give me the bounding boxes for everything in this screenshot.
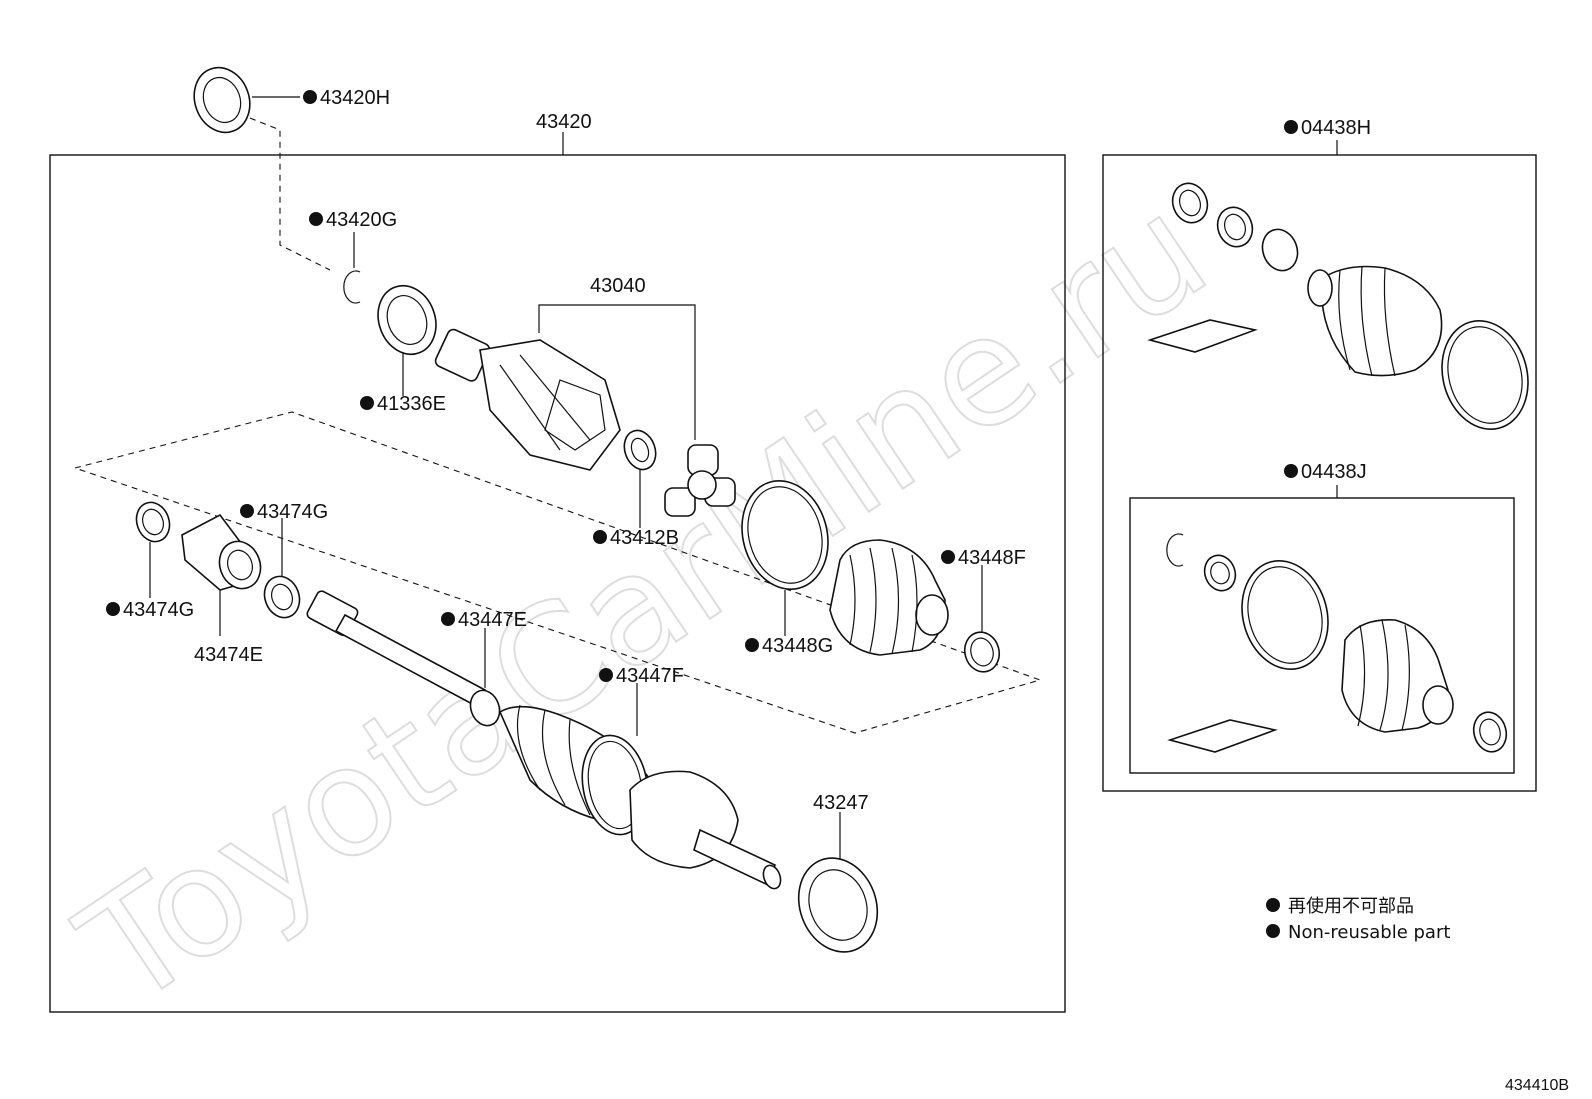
bracket-43040	[538, 304, 696, 440]
label-43447F: 43447F	[616, 665, 684, 687]
legend-en: Non-reusable part	[1288, 922, 1450, 943]
kit-j-clamp	[1472, 711, 1508, 753]
legend-jp: 再使用不可部品	[1288, 896, 1414, 917]
label-43412B: 43412B	[610, 527, 679, 549]
clamp-43448F	[963, 631, 1001, 673]
non-reusable-dot	[360, 396, 374, 410]
non-reusable-dot	[1284, 120, 1298, 134]
ring-43474G-top	[263, 575, 301, 619]
non-reusable-dot	[441, 612, 455, 626]
label-43448F: 43448F	[958, 547, 1026, 569]
grease-pack-h	[1147, 319, 1258, 353]
kit-j-snap-ring	[1166, 533, 1184, 567]
label-43247: 43247	[813, 792, 869, 814]
kit-j-ring	[1203, 554, 1237, 592]
tripod-joint	[664, 444, 736, 517]
non-reusable-dot	[309, 212, 323, 226]
label-43420: 43420	[536, 111, 592, 133]
seal-43247	[797, 857, 879, 953]
ring-43474G-left	[135, 501, 171, 543]
label-41336E: 41336E	[377, 393, 446, 415]
diagram-code: 434410B	[1505, 1077, 1569, 1094]
label-43040: 43040	[590, 275, 646, 297]
seal-41336E	[377, 284, 437, 356]
drive-shaft	[306, 590, 487, 708]
bearing-43474E	[181, 513, 262, 591]
kit-j-frame	[1129, 497, 1515, 774]
clamp-43447E	[469, 689, 501, 727]
non-reusable-dot	[599, 668, 613, 682]
label-43474G-top: 43474G	[257, 501, 328, 523]
inner-boot	[829, 539, 949, 656]
band-43448G	[741, 479, 829, 591]
kit-h-boot	[1307, 265, 1443, 377]
label-04438J: 04438J	[1301, 461, 1367, 483]
grease-pack-j	[1167, 719, 1278, 753]
legend-dot	[1266, 924, 1280, 938]
dashed-leader	[249, 117, 331, 271]
label-43420H: 43420H	[320, 87, 390, 109]
non-reusable-dot	[240, 504, 254, 518]
kit-h-rings	[1171, 182, 1299, 272]
inner-joint-housing-43040	[434, 328, 621, 471]
main-assembly-frame	[49, 154, 1066, 1013]
clip-43412B	[623, 429, 657, 471]
label-43474E: 43474E	[194, 644, 263, 666]
legend-dot	[1266, 898, 1280, 912]
non-reusable-dot	[106, 602, 120, 616]
kit-h-frame	[1102, 154, 1537, 792]
label-04438H: 04438H	[1301, 117, 1371, 139]
label-43474G-left: 43474G	[123, 599, 194, 621]
label-43448G: 43448G	[762, 635, 833, 657]
non-reusable-dot	[593, 530, 607, 544]
label-43447E: 43447E	[458, 609, 527, 631]
kit-j-band	[1241, 559, 1329, 671]
label-43420G: 43420G	[326, 209, 397, 231]
non-reusable-dot	[303, 90, 317, 104]
dashed-region	[73, 411, 1042, 734]
non-reusable-dot	[1284, 464, 1298, 478]
kit-h-band	[1441, 319, 1529, 431]
non-reusable-dot	[941, 550, 955, 564]
non-reusable-dot	[745, 638, 759, 652]
snap-ring-43420G	[343, 270, 361, 304]
seal-43420H	[193, 66, 251, 134]
kit-j-boot	[1341, 619, 1454, 733]
outer-cv-joint	[629, 770, 782, 890]
